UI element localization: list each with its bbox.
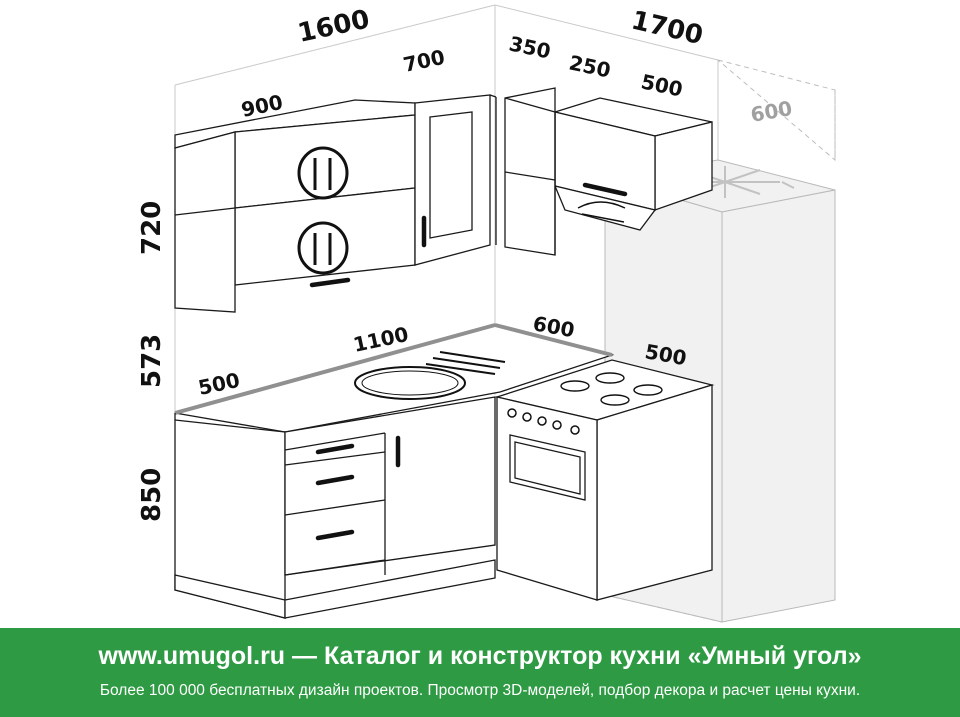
hood-handle bbox=[582, 182, 628, 197]
footer-subtitle: Более 100 000 бесплатных дизайн проектов… bbox=[99, 682, 861, 699]
dim-height-850: 850 bbox=[137, 468, 167, 522]
drawer-handle-3 bbox=[315, 529, 355, 541]
footer-title: Каталог и конструктор кухни «Умный угол» bbox=[323, 642, 862, 670]
glass-cabinet bbox=[414, 94, 497, 266]
dim-top-right: 1700 bbox=[628, 6, 705, 52]
vent-icon bbox=[577, 201, 626, 223]
drainboard bbox=[425, 351, 506, 375]
dim-upper-700: 700 bbox=[401, 45, 447, 77]
footer-banner: www.umugol.ru — Каталог и конструктор ку… bbox=[0, 628, 960, 717]
hood-cabinet bbox=[552, 97, 713, 231]
drawer-handle-2 bbox=[315, 474, 355, 486]
oven-door bbox=[509, 434, 586, 501]
footer-dash: — bbox=[292, 642, 318, 670]
stove bbox=[494, 359, 715, 601]
upper-handle bbox=[309, 277, 351, 288]
extractor-hood bbox=[553, 185, 657, 231]
kitchen-diagram: 1600 1700 900 700 350 250 500 600 720 57… bbox=[137, 4, 836, 623]
dim-top-left: 1600 bbox=[295, 4, 372, 48]
cutlery-icon-lower bbox=[297, 221, 349, 275]
dim-upper-350: 350 bbox=[507, 31, 553, 63]
site-link[interactable]: www.umugol.ru bbox=[98, 642, 286, 670]
burner-icons bbox=[560, 372, 663, 406]
cutlery-icon bbox=[297, 146, 349, 200]
dim-height-573: 573 bbox=[137, 334, 167, 388]
dim-height-720: 720 bbox=[137, 201, 167, 255]
upper-cabinet-900 bbox=[174, 99, 416, 313]
countertop bbox=[174, 323, 615, 433]
drawer-handle-1 bbox=[315, 443, 355, 455]
dim-upper-250: 250 bbox=[567, 50, 613, 82]
footer-headline: www.umugol.ru — Каталог и конструктор ку… bbox=[0, 642, 960, 671]
open-shelf-cabinet bbox=[504, 87, 556, 256]
base-cabinets bbox=[174, 396, 496, 619]
dim-upper-500: 500 bbox=[639, 69, 685, 101]
dim-fridge-600: 600 bbox=[749, 96, 794, 127]
sink bbox=[354, 366, 466, 400]
knob-icons bbox=[507, 408, 580, 435]
